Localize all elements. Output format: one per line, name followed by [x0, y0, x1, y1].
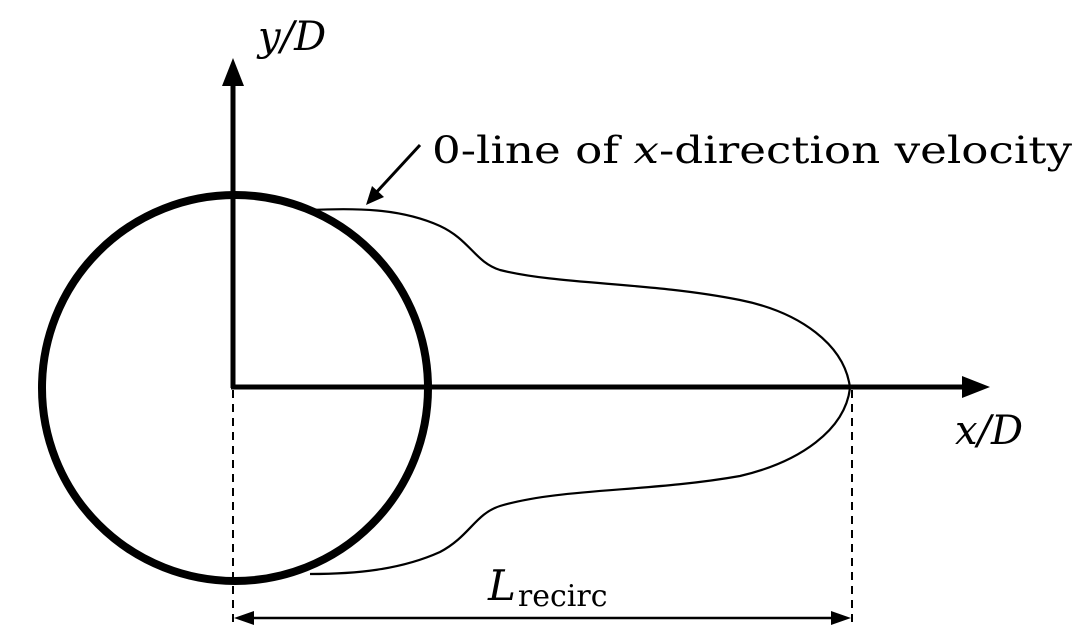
annotation-suffix: -direction velocity — [659, 129, 1072, 172]
dimension-subscript: recirc — [518, 579, 608, 614]
dimension-arrowhead-left — [234, 611, 254, 625]
y-axis-label: y/D — [256, 14, 326, 60]
y-axis-arrowhead — [222, 58, 244, 86]
dimension-label: Lrecirc — [487, 561, 608, 614]
zero-velocity-contour — [309, 208, 852, 576]
annotation-variable: x — [633, 129, 659, 172]
dimension-symbol: L — [487, 561, 516, 610]
annotation-label: 0-line of x-direction velocity — [432, 129, 1072, 172]
x-axis-label: x/D — [955, 408, 1023, 454]
annotation-pointer-head — [366, 186, 384, 205]
annotation-prefix: 0-line of — [432, 129, 633, 172]
annotation-pointer — [371, 143, 422, 198]
dimension-arrowhead-right — [831, 611, 851, 625]
x-axis-arrowhead — [962, 376, 990, 398]
